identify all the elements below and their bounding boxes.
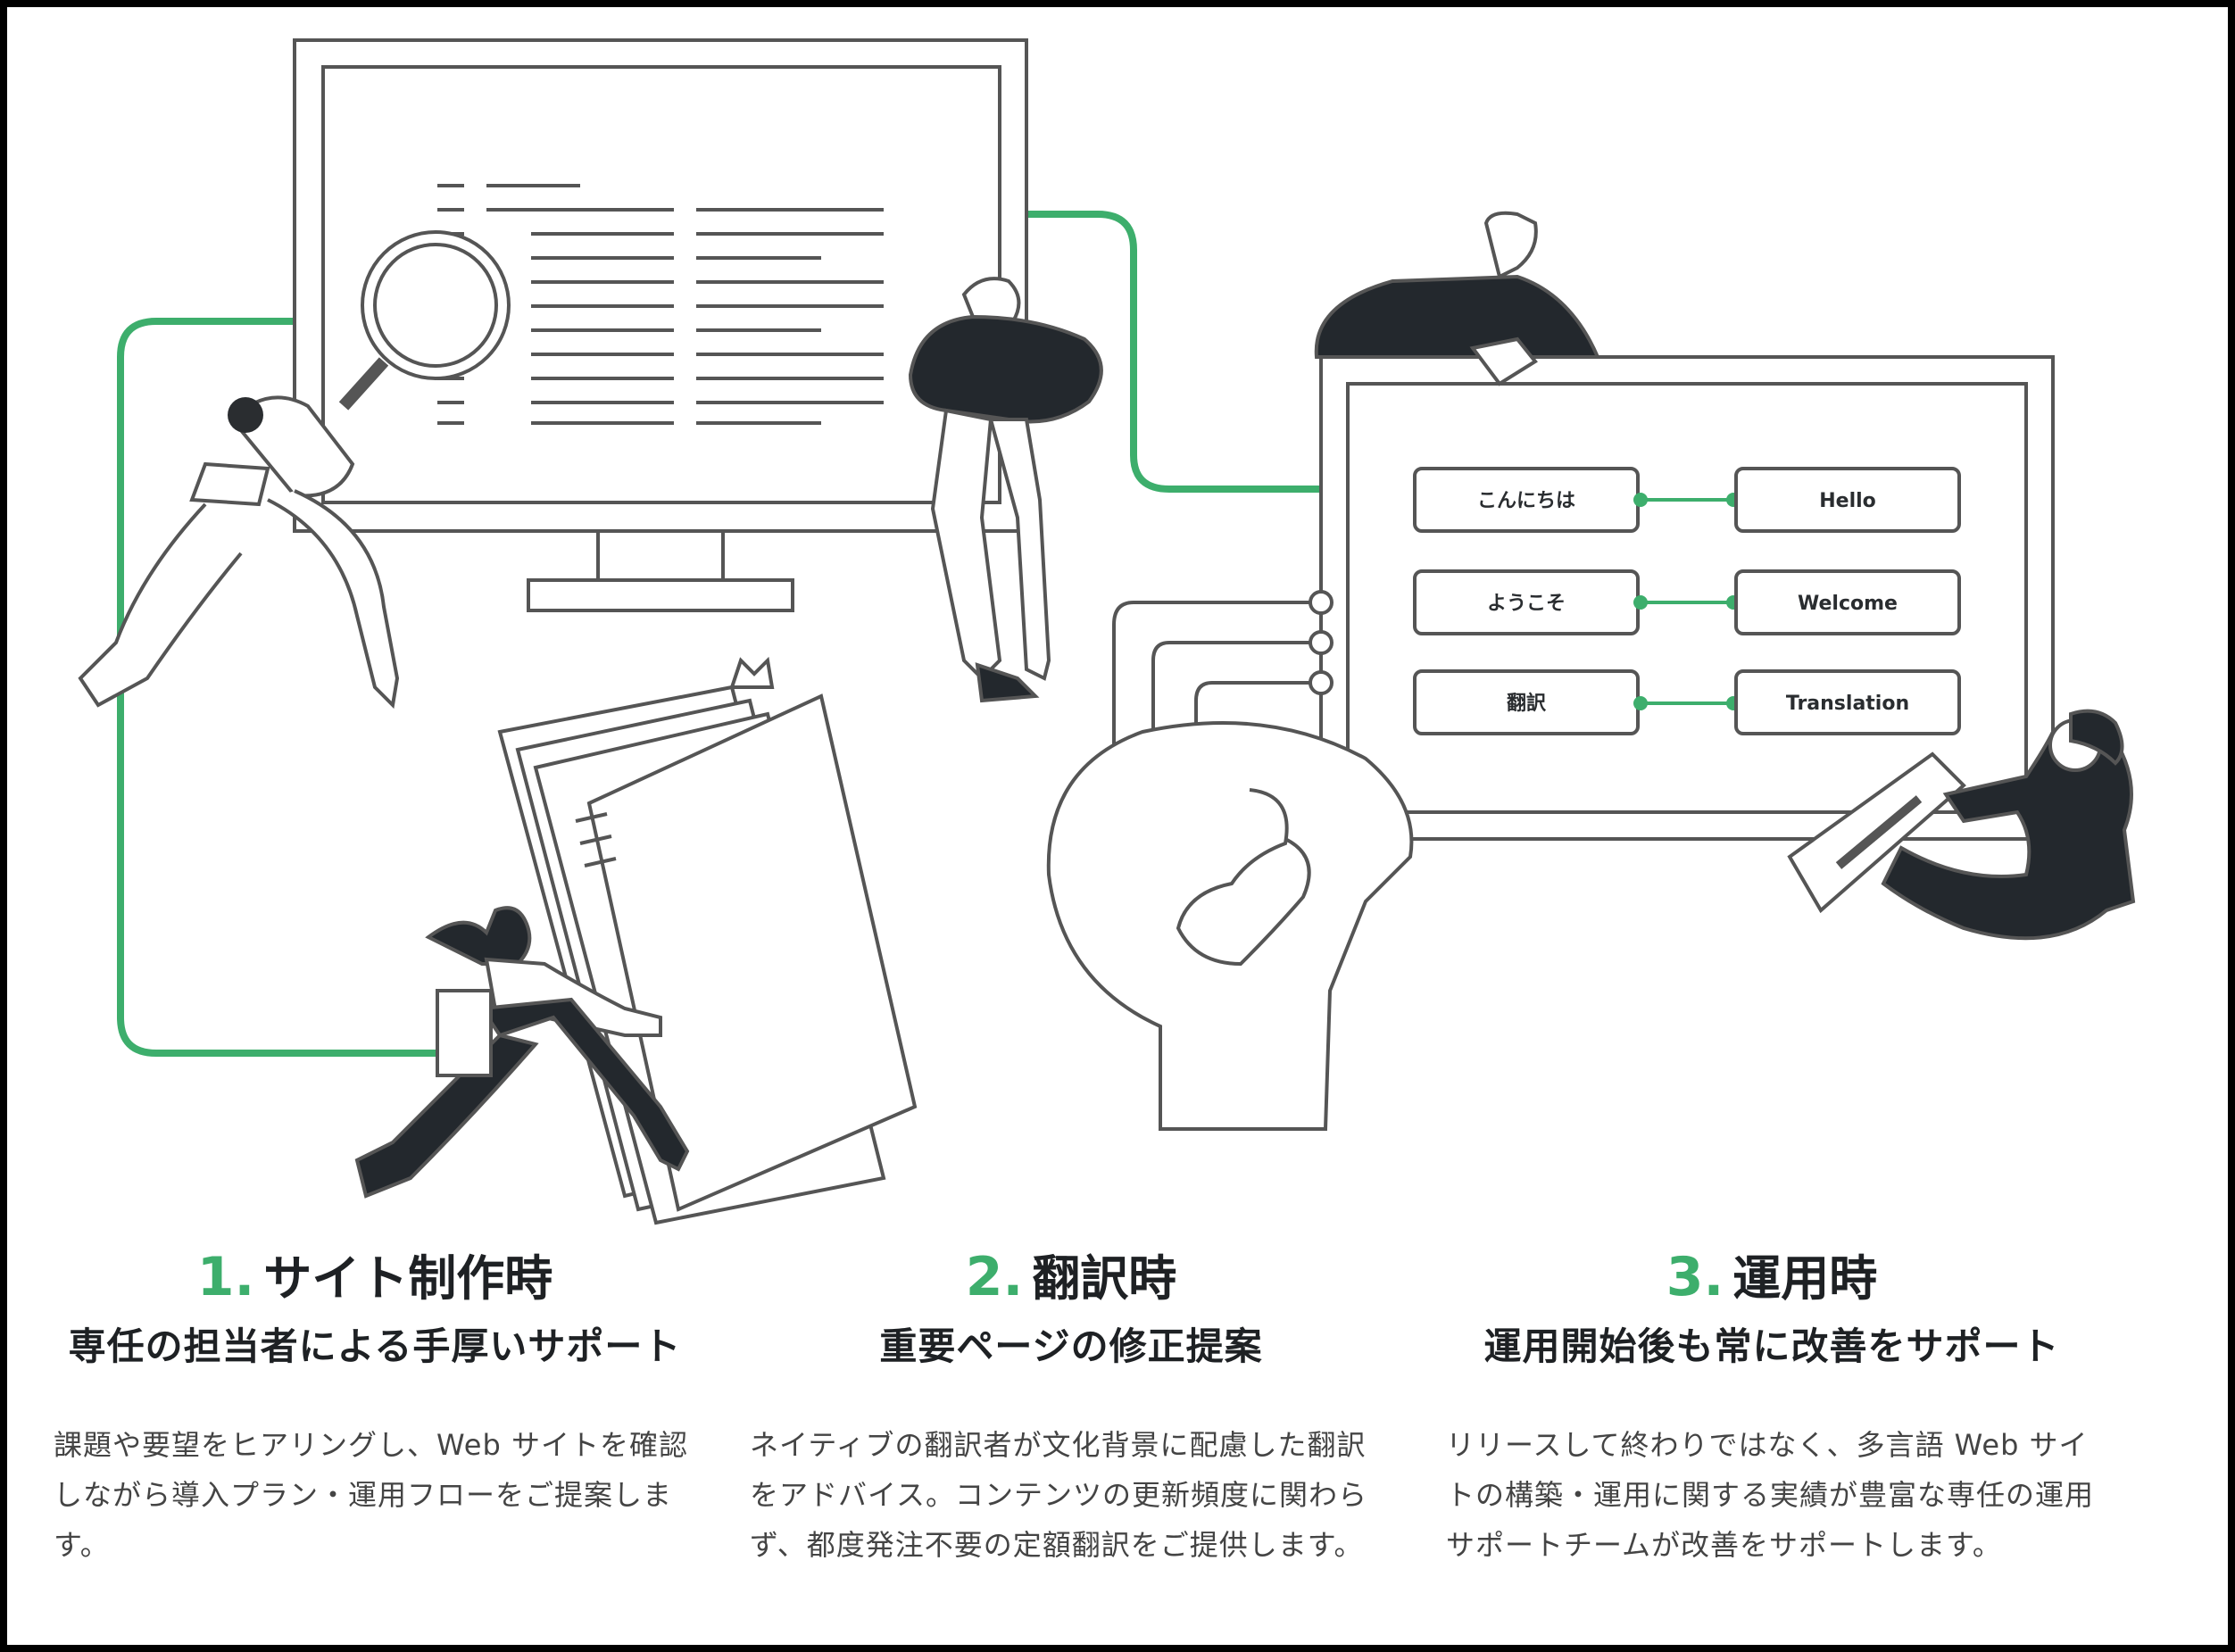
step-heading: 2.翻訳時 [750, 1245, 1392, 1309]
translation-row: ようこそ Welcome [1413, 569, 1961, 635]
person-thinking [908, 277, 1103, 703]
person-carrying-books [354, 906, 690, 1199]
step-heading: 3.運用時 [1446, 1245, 2098, 1309]
step-description: ネイティブの翻訳者が文化背景に配慮した翻訳をアドバイス。コンテンツの更新頻度に関… [750, 1428, 1368, 1562]
step-subtitle: 重要ページの修正提案 [879, 1324, 1263, 1368]
step-subtitle: 専任の担当者による手厚いサポート [68, 1324, 682, 1368]
step-title: 翻訳時 [1032, 1250, 1177, 1307]
step-description: リリースして終わりではなく、多言語 Web サイトの構築・運用に関する実績が豊富… [1446, 1428, 2095, 1562]
source-label: こんにちは [1477, 490, 1575, 512]
step-title: サイト制作時 [263, 1250, 553, 1307]
target-label: Welcome [1798, 593, 1898, 615]
monitor-graphic [293, 38, 1028, 612]
source-label: ようこそ [1487, 593, 1566, 615]
step-subtitle: 運用開始後も常に改善をサポート [1483, 1324, 2060, 1368]
process-illustration: こんにちは Hello ようこそ Welcome 翻訳 Translation [78, 38, 2136, 1225]
source-label: 翻訳 [1507, 692, 1547, 715]
head-circuit-graphic [1046, 590, 1414, 1131]
target-label: Hello [1819, 490, 1876, 512]
target-label: Translation [1786, 693, 1909, 715]
step-number: 2. [965, 1246, 1024, 1308]
step-card-3: 3.運用時 運用開始後も常に改善をサポート リリースして終わりではなく、多言語 … [1446, 1245, 2098, 1570]
person-with-magnifier [78, 395, 400, 710]
step-card-1: 1.サイト制作時 専任の担当者による手厚いサポート 課題や要望をヒアリングし、W… [54, 1245, 696, 1570]
person-with-tablet [1787, 709, 2136, 941]
step-number: 1. [196, 1246, 255, 1308]
translation-rows: こんにちは Hello ようこそ Welcome 翻訳 Translation [1413, 467, 1961, 735]
step-description: 課題や要望をヒアリングし、Web サイトを確認しながら導入プラン・運用フローをご… [54, 1428, 688, 1562]
step-title: 運用時 [1732, 1250, 1878, 1307]
magnifier-icon [338, 230, 511, 411]
person-leaning-on-panel [1314, 211, 1601, 386]
step-heading: 1.サイト制作時 [54, 1245, 696, 1309]
translation-row: こんにちは Hello [1413, 467, 1961, 533]
translation-row: 翻訳 Translation [1413, 669, 1961, 735]
step-number: 3. [1666, 1246, 1724, 1308]
books-graphic [497, 656, 918, 1225]
step-card-2: 2.翻訳時 重要ページの修正提案 ネイティブの翻訳者が文化背景に配慮した翻訳をア… [750, 1245, 1392, 1570]
